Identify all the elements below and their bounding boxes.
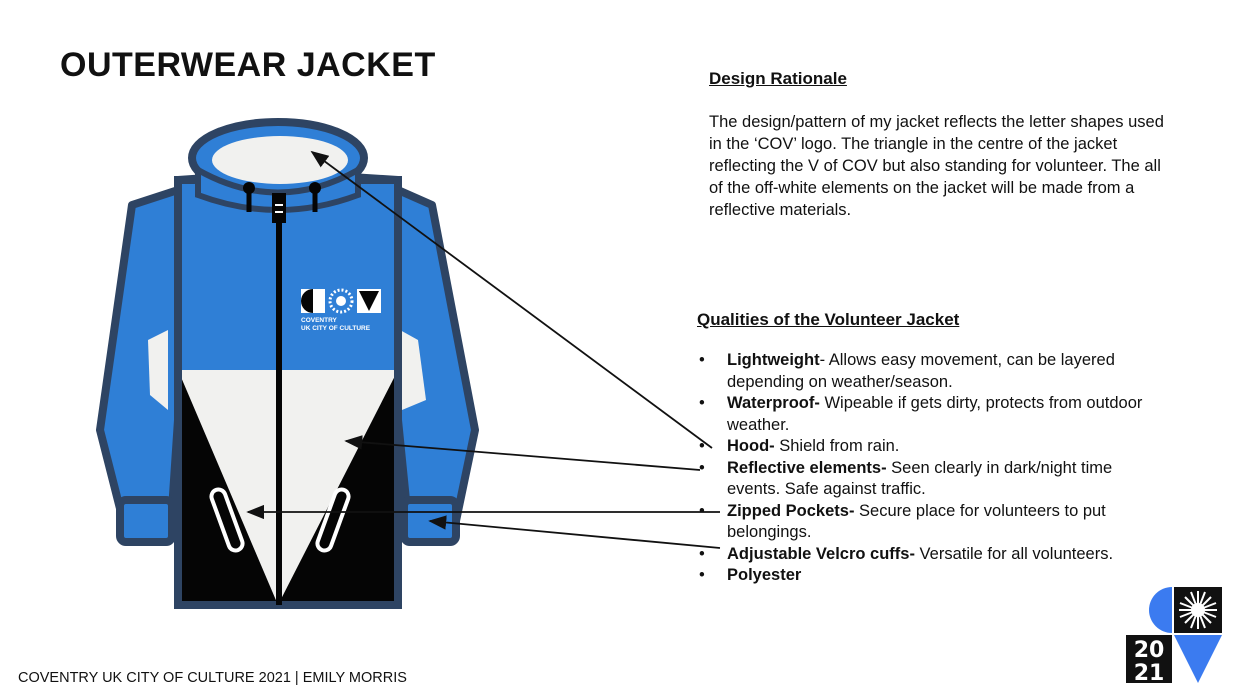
right-pocket — [315, 487, 351, 553]
design-rationale-text: The design/pattern of my jacket reflects… — [709, 113, 1164, 219]
left-cuff — [116, 496, 176, 546]
left-sleeve-reflective — [148, 330, 168, 410]
list-item: •Adjustable Velcro cuffs- Versatile for … — [699, 544, 1114, 563]
list-item: •Lightweight- Allows easy movement, can … — [699, 351, 1115, 391]
list-item: •Zipped Pockets- Secure place for volunt… — [699, 501, 1106, 542]
arrow-hood — [310, 150, 713, 449]
logo-year-top: 20 — [1134, 638, 1165, 663]
chest-logo-line2: UK CITY OF CULTURE — [301, 325, 371, 332]
list-item: •Waterproof- Wipeable if gets dirty, pro… — [699, 394, 1143, 434]
coventry-2021-logo: 20 21 — [1126, 587, 1222, 685]
hood-lining — [212, 136, 348, 184]
logo-year-bottom: 21 — [1134, 661, 1165, 685]
list-item: •Reflective elements- Seen clearly in da… — [699, 458, 1113, 499]
reflective-triangle — [178, 370, 398, 605]
list-item: •Polyester — [699, 566, 802, 584]
cov-chest-logo: COVENTRY UK CITY OF CULTURE — [301, 288, 381, 332]
qualities-heading: Qualities of the Volunteer Jacket — [697, 310, 960, 329]
page-title: OUTERWEAR JACKET — [60, 46, 436, 84]
arrow-cuffs — [428, 515, 721, 549]
right-sleeve-reflective — [400, 330, 426, 410]
left-pocket — [209, 487, 245, 553]
arrow-reflective — [344, 435, 701, 471]
zipper-pull — [272, 193, 286, 223]
list-item: •Hood- Shield from rain. — [699, 437, 900, 455]
chest-logo-line1: COVENTRY — [301, 317, 338, 324]
qualities-list: •Lightweight- Allows easy movement, can … — [697, 350, 1167, 587]
design-rationale-heading: Design Rationale — [709, 69, 847, 88]
footer-text: COVENTRY UK CITY OF CULTURE 2021 | EMILY… — [18, 670, 407, 686]
